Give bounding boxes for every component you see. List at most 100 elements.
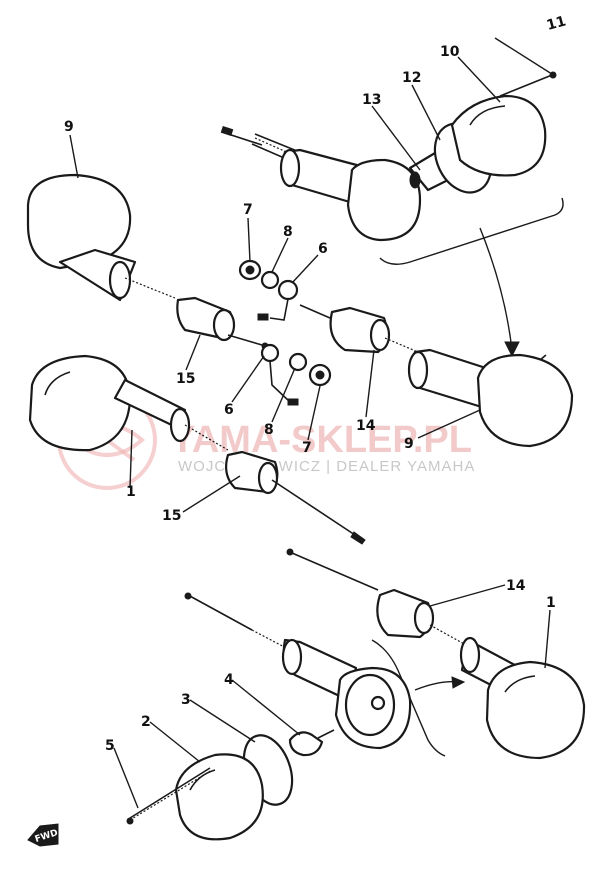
- housing-socket-front: [370, 695, 386, 711]
- screw-5: [129, 769, 213, 821]
- hardware-lower: [260, 343, 332, 406]
- assembly-arrow-top: [479, 227, 513, 351]
- lens-rim: [469, 105, 506, 126]
- leader-15-lower: [182, 475, 241, 513]
- leader-1-left: [129, 429, 133, 489]
- lens-10: [450, 94, 547, 177]
- nut-7-lower-hole: [315, 370, 325, 380]
- lockwasher-6-upper: [277, 279, 299, 301]
- leader-8-upper: [271, 237, 289, 273]
- ground-terminal-lower: [287, 398, 299, 406]
- callout-labels: 11 10 12 13 9 7 8 6 15 6 8 7 14 9 1 15 1…: [64, 13, 568, 754]
- rear-mid-right-turn-signal: [299, 304, 574, 448]
- wire-end-15-lower: [350, 531, 366, 545]
- housing-9-mid: [476, 353, 574, 448]
- leader-15-upper: [185, 334, 201, 371]
- leader-11: [494, 37, 556, 77]
- housing-9-left: [26, 173, 132, 270]
- assembly-bracket-top: [379, 197, 564, 265]
- leader-4: [231, 679, 301, 736]
- wire-15-lower: [271, 479, 356, 536]
- callout-5: 5: [105, 738, 115, 754]
- callout-3: 3: [181, 692, 191, 708]
- callout-10: 10: [440, 44, 460, 60]
- screw-5-shaft: [129, 767, 211, 819]
- callout-9-left: 9: [64, 119, 74, 135]
- leader-5: [113, 747, 139, 809]
- wire-end-front-exploded: [184, 592, 192, 600]
- callout-6-lower: 6: [224, 402, 234, 418]
- lockwasher-6-lower: [260, 343, 280, 363]
- leader-1-right: [544, 609, 551, 669]
- leader-6-upper: [291, 254, 319, 284]
- ground-terminal-upper: [257, 313, 269, 321]
- leader-6-lower: [231, 355, 265, 403]
- stalk-collar-mid: [407, 350, 429, 390]
- socket-contact: [409, 171, 421, 189]
- callout-11: 11: [545, 13, 568, 33]
- stalk-1-left: [113, 378, 187, 430]
- leader-14-lower: [429, 584, 506, 607]
- watermark-text: YAMA-SKLEP.PL: [170, 419, 472, 461]
- leader-3: [189, 699, 256, 743]
- callout-15-upper: 15: [176, 371, 195, 387]
- front-left-turn-signal: [28, 354, 366, 545]
- stalk-collar-front-left: [169, 407, 191, 443]
- nut-7-upper-hole: [245, 265, 255, 275]
- bulb-4: [288, 731, 324, 757]
- leader-9-left: [69, 134, 79, 179]
- stalk-collar: [279, 148, 301, 188]
- leader-9-mid: [417, 409, 481, 439]
- wire-14-lower: [291, 552, 379, 591]
- bulb-base-4: [317, 729, 335, 739]
- callout-8-lower: 8: [264, 422, 274, 438]
- forward-direction-marker: FWD: [27, 823, 59, 847]
- callout-14-lower: 14: [506, 578, 526, 594]
- wire-15-upper: [227, 334, 263, 346]
- callout-9-mid: 9: [404, 436, 414, 452]
- hardware-upper: [238, 259, 299, 321]
- wire-end-14-lower: [286, 548, 294, 556]
- grommet-14-lower-end: [413, 601, 435, 635]
- leader-8-lower: [271, 367, 296, 423]
- callout-14-mid: 14: [356, 418, 376, 434]
- lens-rim-2: [189, 769, 216, 791]
- housing-9-top: [346, 158, 422, 242]
- lens-2: [174, 753, 264, 841]
- leader-13: [371, 105, 421, 171]
- stalk-collar-left: [108, 260, 132, 300]
- callout-2: 2: [141, 714, 151, 730]
- leader-14-mid: [365, 349, 375, 418]
- assembly-arrowhead-bottom: [451, 676, 466, 689]
- assembly-arrowhead-top: [504, 341, 520, 358]
- leader-12: [411, 84, 441, 141]
- threaded-stem-left: [124, 277, 176, 299]
- leader-2: [149, 721, 201, 763]
- screw-11: [499, 74, 553, 97]
- lens-rim-right: [504, 675, 536, 693]
- leader-7-lower: [307, 385, 321, 441]
- leader-lines: [69, 37, 556, 809]
- grommet-15-lower-end: [257, 461, 279, 495]
- callout-6-upper: 6: [318, 241, 328, 257]
- lens-1-right: [485, 660, 586, 760]
- callout-7-upper: 7: [243, 202, 253, 218]
- assembly-bracket-bottom: [371, 639, 446, 757]
- callout-15-lower: 15: [162, 508, 181, 524]
- lens-rim-left: [44, 371, 71, 396]
- watermark-subtext: WOJCIECHOWICZ | DEALER YAMAHA: [178, 458, 475, 475]
- leader-7-upper: [247, 217, 251, 263]
- rear-right-turn-signal: [220, 71, 564, 358]
- grommet-15-upper-end: [212, 308, 236, 342]
- rear-left-turn-signal: [26, 173, 269, 350]
- lens-1-left: [28, 354, 132, 452]
- ground-wire-6-lower: [269, 360, 291, 403]
- housing-mark-mid: [539, 354, 547, 361]
- watermark: YAMA-SKLEP.PL WOJCIECHOWICZ | DEALER YAM…: [57, 390, 475, 490]
- callout-12: 12: [402, 70, 421, 86]
- callout-7-lower: 7: [302, 440, 312, 456]
- callout-1-left: 1: [126, 484, 136, 500]
- wire-front-exploded: [187, 594, 253, 631]
- stalk-collar-front-right: [459, 636, 481, 674]
